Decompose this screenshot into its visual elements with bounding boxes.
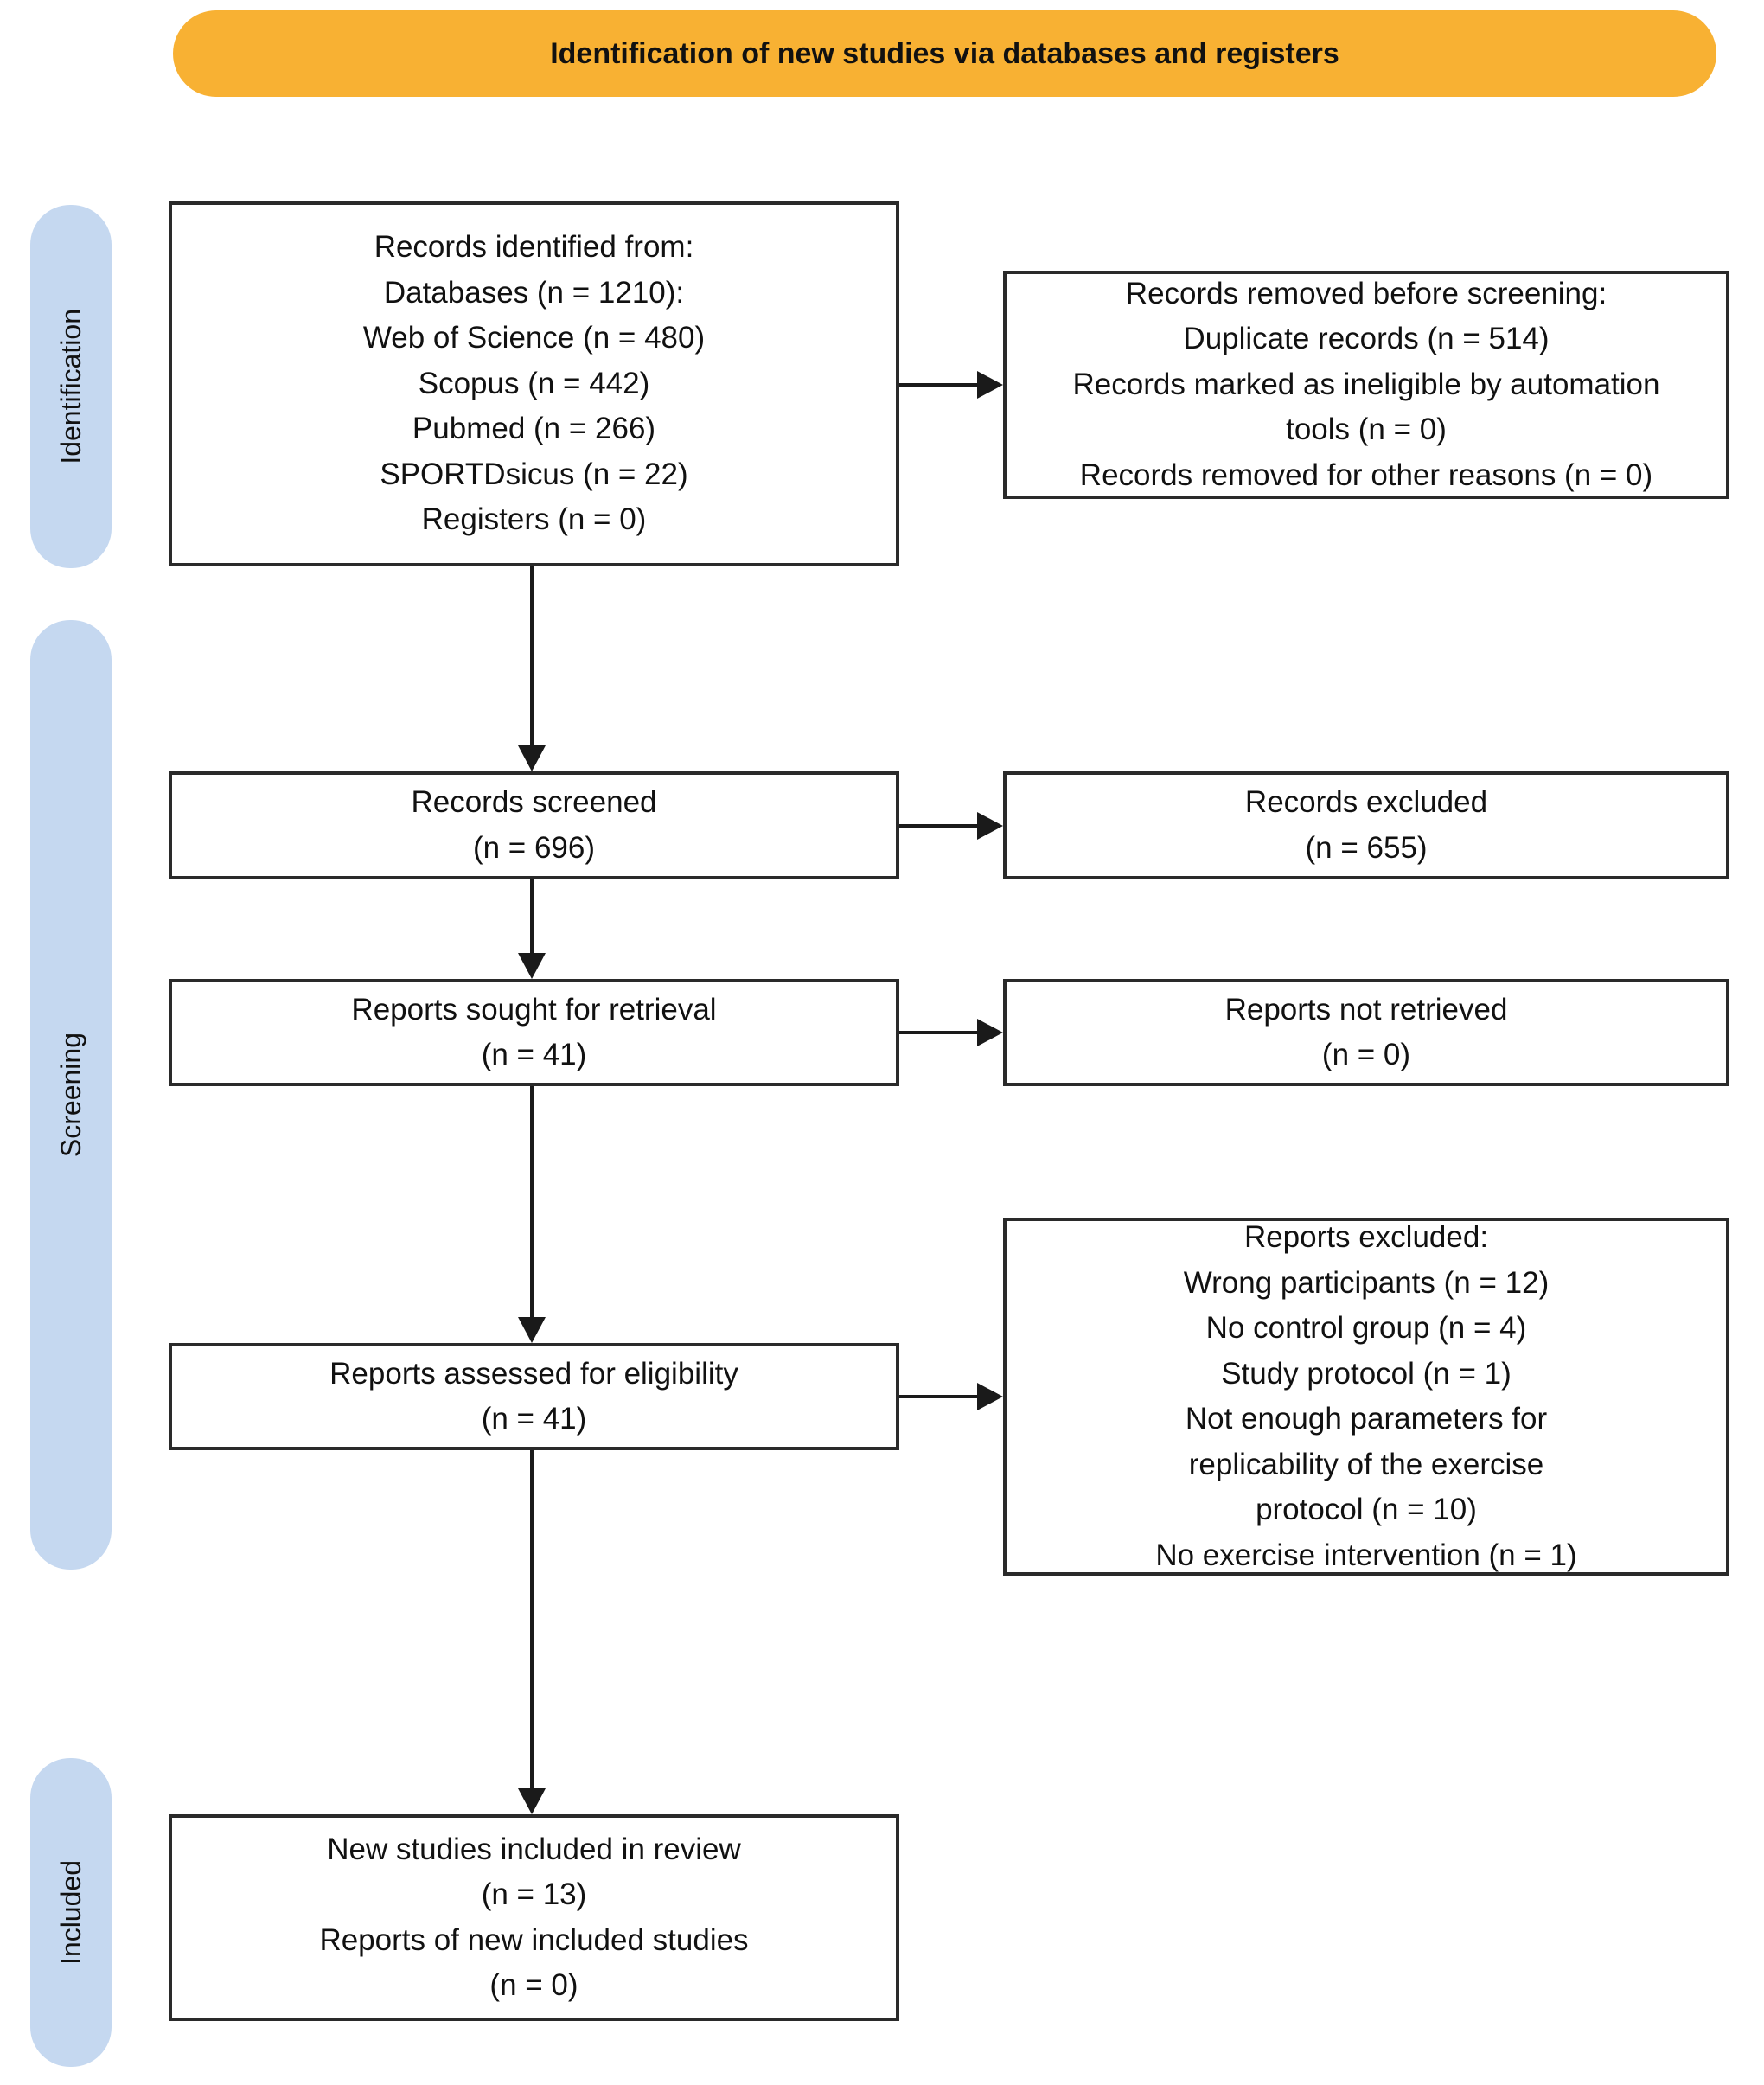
arrow-line — [899, 1031, 979, 1034]
box-reports-not-retrieved: Reports not retrieved (n = 0) — [1003, 979, 1729, 1086]
arrow-head — [518, 1788, 546, 1814]
box-records-excluded: Records excluded (n = 655) — [1003, 771, 1729, 879]
stage-pill-identification: Identification — [30, 205, 112, 568]
banner-label: Identification of new studies via databa… — [550, 36, 1339, 70]
arrow-head — [518, 1317, 546, 1343]
arrow-head — [977, 812, 1003, 840]
box-new-studies-included: New studies included in review (n = 13) … — [169, 1814, 899, 2021]
stage-pill-included: Included — [30, 1758, 112, 2067]
box-reports-assessed-for-eligibility: Reports assessed for eligibility (n = 41… — [169, 1343, 899, 1450]
box-new-studies-included-text: New studies included in review (n = 13) … — [319, 1832, 749, 2003]
arrow-head — [977, 371, 1003, 399]
box-reports-excluded-text: Reports excluded: Wrong participants (n … — [1155, 1220, 1577, 1572]
arrow-line — [899, 824, 979, 828]
arrow-head — [518, 953, 546, 979]
box-records-screened-text: Records screened (n = 696) — [411, 785, 657, 865]
arrow-line — [530, 1086, 534, 1320]
stage-label-identification: Identification — [54, 309, 86, 464]
box-reports-not-retrieved-text: Reports not retrieved (n = 0) — [1224, 992, 1508, 1072]
box-records-removed-before-screening: Records removed before screening: Duplic… — [1003, 271, 1729, 499]
arrow-head — [977, 1383, 1003, 1410]
box-reports-assessed-text: Reports assessed for eligibility (n = 41… — [329, 1356, 738, 1436]
arrow-head — [977, 1019, 1003, 1046]
box-reports-excluded: Reports excluded: Wrong participants (n … — [1003, 1218, 1729, 1576]
stage-label-included: Included — [54, 1860, 86, 1965]
arrow-line — [899, 383, 979, 387]
arrow-head — [518, 745, 546, 771]
arrow-line — [899, 1395, 979, 1398]
arrow-line — [530, 566, 534, 748]
box-records-identified: Records identified from: Databases (n = … — [169, 201, 899, 566]
arrow-line — [530, 1450, 534, 1791]
stage-label-screening: Screening — [54, 1032, 86, 1158]
box-records-excluded-text: Records excluded (n = 655) — [1244, 785, 1488, 865]
box-reports-sought-text: Reports sought for retrieval (n = 41) — [351, 992, 717, 1072]
box-records-identified-text: Records identified from: Databases (n = … — [362, 230, 706, 537]
box-records-removed-text: Records removed before screening: Duplic… — [1072, 276, 1660, 492]
banner: Identification of new studies via databa… — [173, 10, 1716, 97]
box-records-screened: Records screened (n = 696) — [169, 771, 899, 879]
stage-pill-screening: Screening — [30, 620, 112, 1570]
arrow-line — [530, 879, 534, 956]
box-reports-sought-for-retrieval: Reports sought for retrieval (n = 41) — [169, 979, 899, 1086]
